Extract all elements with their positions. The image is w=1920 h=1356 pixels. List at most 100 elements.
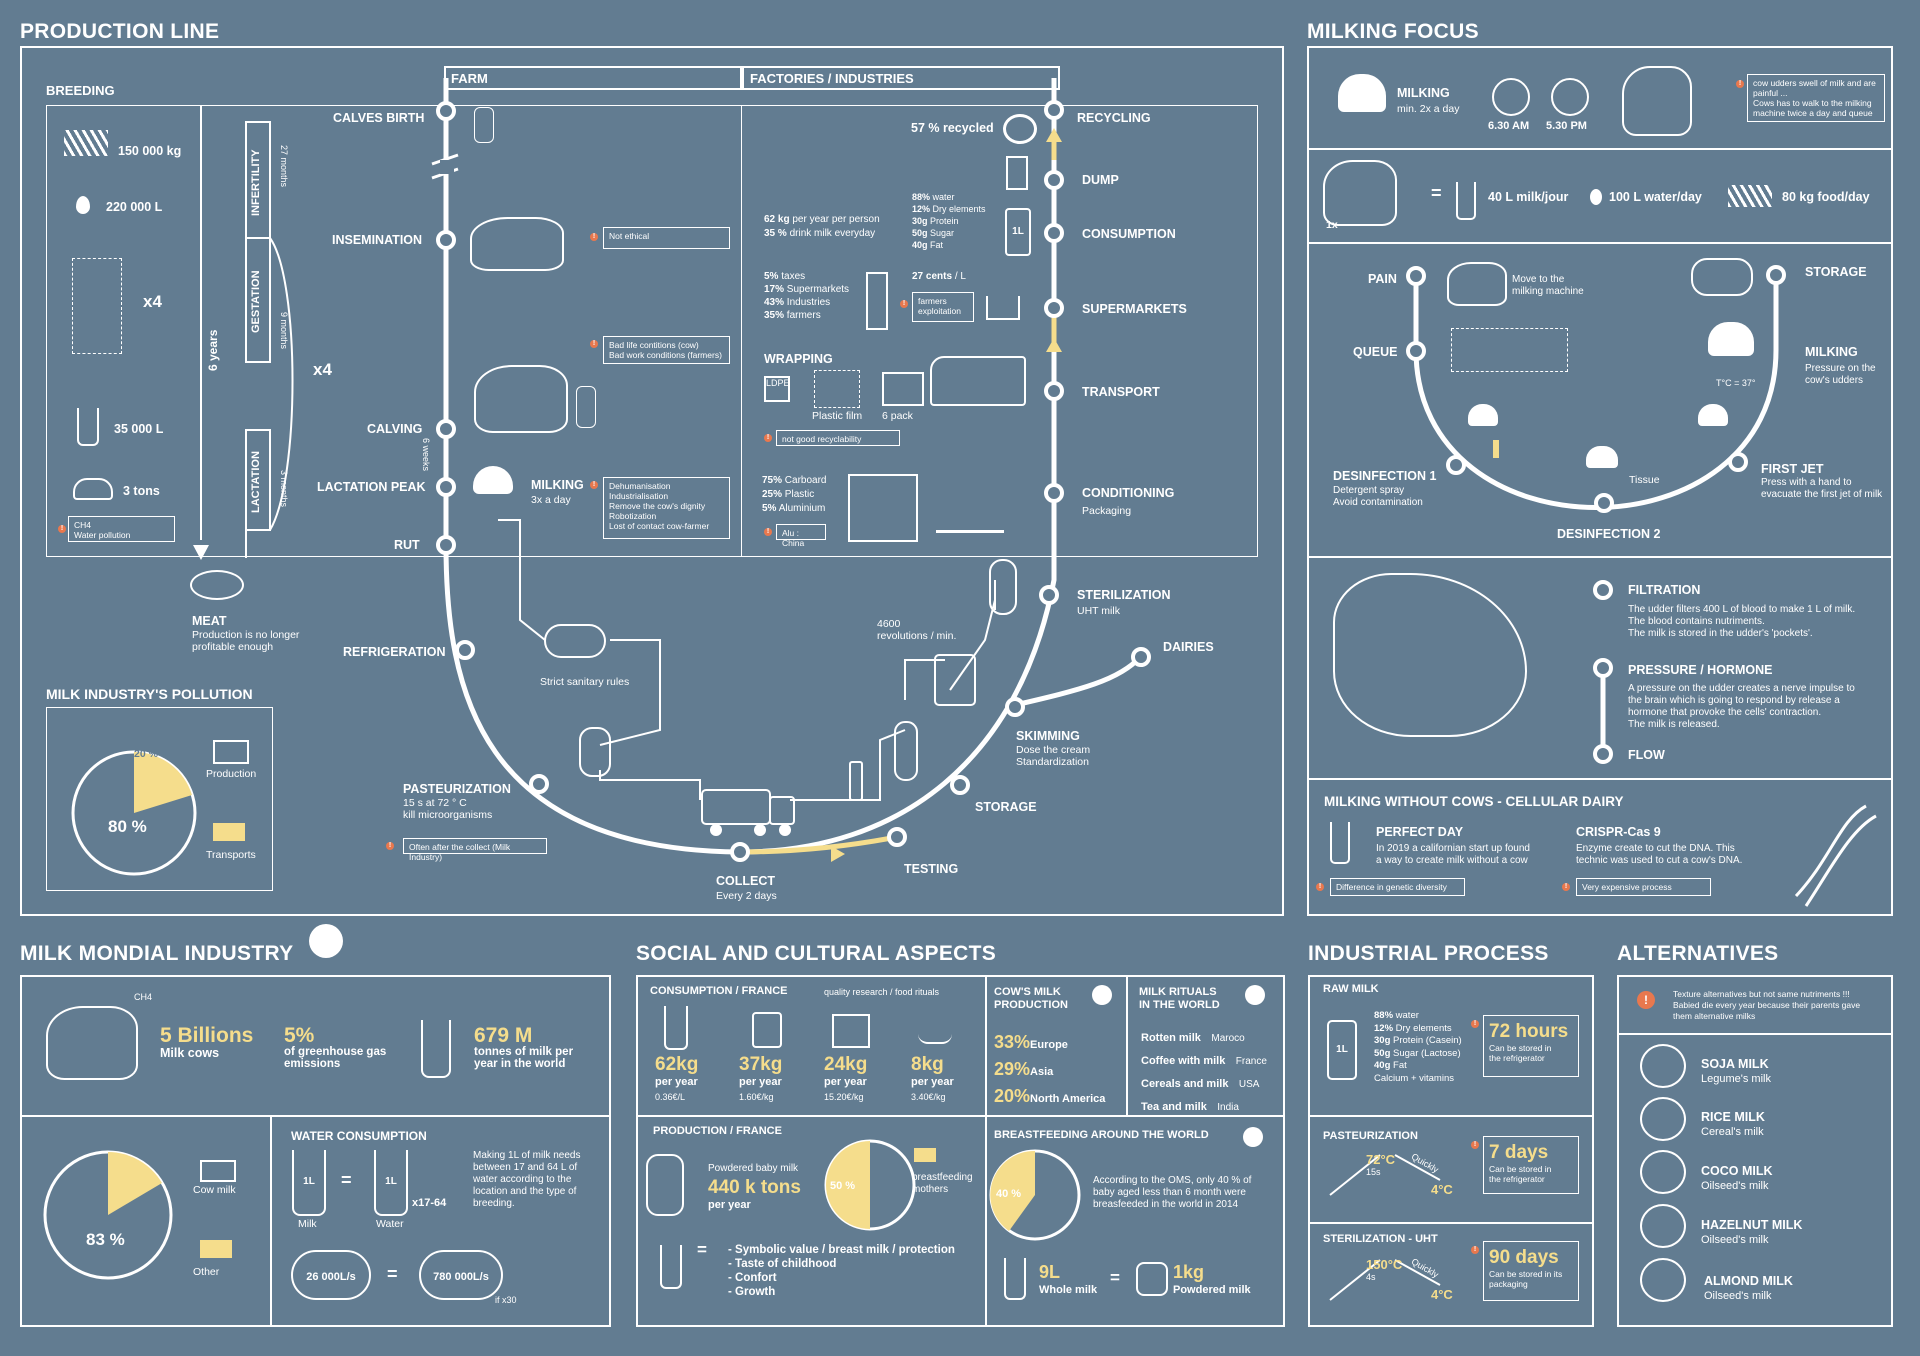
stop-calves-birth: CALVES BIRTH xyxy=(333,111,425,125)
glass-icon xyxy=(421,1020,451,1078)
social-item1-price: 0.36€/L xyxy=(655,1092,686,1102)
mf-crispr: CRISPR-Cas 9 xyxy=(1576,825,1661,839)
mf-firstjet-desc: Press with a hand to evacuate the first … xyxy=(1761,477,1883,500)
mf-desinf1: DESINFECTION 1 xyxy=(1333,469,1437,483)
mf-milking2: MILKING xyxy=(1805,345,1858,359)
drop-icon xyxy=(76,196,90,214)
social-item2-value: 37kg xyxy=(739,1054,783,1075)
mondial-s3d: tonnes of milk per year in the world xyxy=(474,1046,574,1070)
inner-frame xyxy=(46,105,1258,557)
price-list: 5% taxes 17% Supermarkets 43% Industries… xyxy=(764,271,850,321)
materials-list: 75% Carboard 25% Plastic 5% Aluminium xyxy=(762,475,827,514)
legend-bf-swatch xyxy=(914,1148,936,1162)
steril-storage-box: 90 days Can be stored in its packaging xyxy=(1483,1241,1579,1301)
almond-icon xyxy=(1640,1258,1686,1302)
weeks6: 6 weeks xyxy=(421,438,431,472)
note-diff: Difference in genetic diversity xyxy=(1330,878,1465,896)
glass-icon xyxy=(1330,822,1350,864)
breeding-food: 150 000 kg xyxy=(118,144,182,158)
legend-transports: Transports xyxy=(206,849,256,861)
note-farmers: farmers exploitation xyxy=(912,292,974,322)
water-eq: = xyxy=(341,1170,352,1190)
social-symbolic: - Symbolic value / breast milk / protect… xyxy=(728,1244,955,1298)
mondial-row2 xyxy=(20,1115,611,1327)
alt-rice: RICE MILK xyxy=(1701,1110,1765,1124)
note-not-ethical: Not ethical xyxy=(603,227,730,249)
past-desc: 15 s at 72 ° C kill microorganisms xyxy=(403,797,493,821)
warning-icon: ! xyxy=(386,842,394,850)
pollution-80: 80 % xyxy=(108,817,147,836)
social-quality: quality research / food rituals xyxy=(824,987,940,997)
carton-box-icon xyxy=(848,474,918,542)
warning-icon: ! xyxy=(1637,991,1655,1009)
stop-rut: RUT xyxy=(394,538,420,552)
strict-rules: Strict sanitary rules xyxy=(540,676,630,688)
cow-icon xyxy=(1622,66,1692,136)
cowprod-list: 33%Europe 29%Asia 20%North America xyxy=(994,1032,1106,1106)
stop-pasteurization: PASTEURIZATION xyxy=(403,782,511,796)
note-expensive: Very expensive process xyxy=(1576,878,1711,896)
social-rituals: MILK RITUALS IN THE WORLD xyxy=(1139,986,1220,1011)
cow-icon xyxy=(474,365,568,433)
legend-cow-swatch xyxy=(200,1160,236,1182)
glass-icon xyxy=(1004,1258,1026,1300)
cart-icon xyxy=(986,296,1020,320)
collect-desc: Every 2 days xyxy=(716,890,777,902)
water-water: Water xyxy=(376,1218,404,1230)
social-item2-price: 1.60€/kg xyxy=(739,1092,774,1102)
warning-icon: ! xyxy=(900,300,908,308)
mf-desinf2: DESINFECTION 2 xyxy=(1557,527,1661,541)
social-bf-title: BREASTFEEDING AROUND THE WORLD xyxy=(994,1129,1209,1141)
divider xyxy=(1126,975,1128,1115)
meat-title: MEAT xyxy=(192,614,227,628)
alt-warning: Texture alternatives but not same nutrim… xyxy=(1673,989,1861,1021)
mf-tissue: Tissue xyxy=(1629,474,1660,486)
plastic-film: Plastic film xyxy=(812,410,863,422)
breeding-title: BREEDING xyxy=(46,83,115,98)
truck-icon xyxy=(930,356,1026,406)
mf-r3: 80 kg food/day xyxy=(1782,190,1870,204)
social-title: SOCIAL AND CULTURAL ASPECTS xyxy=(636,942,997,965)
cows-queue-icon xyxy=(1451,328,1568,372)
wrapping-title: WRAPPING xyxy=(764,352,833,366)
steril-title: STERILIZATION - UHT xyxy=(1323,1233,1438,1245)
mf-firstjet: FIRST JET xyxy=(1761,462,1824,476)
social-item3-value: 24kg xyxy=(824,1054,868,1075)
mondial-83: 83 % xyxy=(86,1230,125,1249)
warning-icon: ! xyxy=(1471,1020,1479,1028)
stop-dairies: DAIRIES xyxy=(1163,640,1214,654)
social-item2-unit: per year xyxy=(739,1076,782,1088)
factories-label: FACTORIES / INDUSTRIES xyxy=(750,71,914,86)
kg62-line: 62 kg per year per person xyxy=(764,214,880,225)
powder-bottle-icon xyxy=(1136,1262,1168,1296)
soy-icon xyxy=(1640,1044,1686,1088)
mf-desinf1-desc: Detergent spray Avoid contamination xyxy=(1333,485,1423,508)
milking-machine-icon xyxy=(1338,74,1386,112)
warning-icon: ! xyxy=(590,481,598,489)
pollution-title: MILK INDUSTRY'S POLLUTION xyxy=(46,686,253,702)
years6: 6 years xyxy=(206,329,220,371)
mf-time2: 5.30 PM xyxy=(1546,120,1587,132)
past-note: Often after the collect (Milk Industry) xyxy=(403,838,547,862)
mf-row1 xyxy=(1307,46,1893,150)
mf-min2x: min. 2x a day xyxy=(1397,103,1460,115)
cow-icon xyxy=(1323,160,1397,226)
mf-cellular: MILKING WITHOUT COWS - CELLULAR DAIRY xyxy=(1324,794,1624,809)
butter-icon xyxy=(918,1012,952,1044)
social-eq2: = xyxy=(1110,1268,1120,1287)
warning-icon: ! xyxy=(1736,80,1744,88)
mf-r1: 40 L milk/jour xyxy=(1488,190,1569,204)
hazelnut-icon xyxy=(1640,1204,1686,1248)
stop-transport: TRANSPORT xyxy=(1082,385,1160,399)
raw-storage-box: 72 hours Can be stored in the refrigerat… xyxy=(1483,1015,1579,1077)
hay-icon xyxy=(64,130,108,156)
legend-other-swatch xyxy=(200,1240,232,1258)
ldpe-icon: LDPE xyxy=(764,376,790,402)
past-title: PASTEURIZATION xyxy=(1323,1130,1418,1142)
globe-icon xyxy=(1243,1127,1263,1147)
drop-icon xyxy=(1590,189,1602,205)
steril-4s: 4s xyxy=(1366,1272,1376,1282)
raw-title: RAW MILK xyxy=(1323,983,1379,995)
clock-icon xyxy=(1551,78,1589,116)
